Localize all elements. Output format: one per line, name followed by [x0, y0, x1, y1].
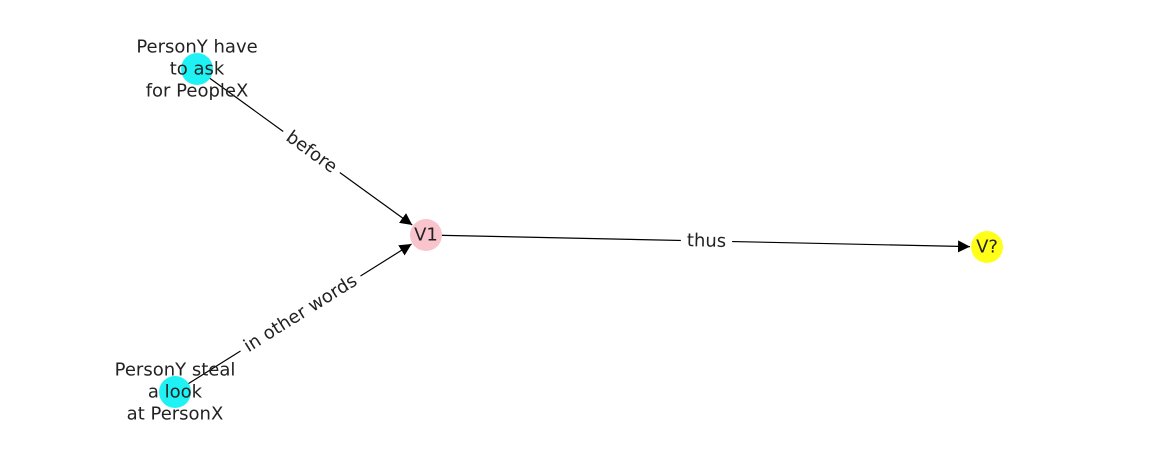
node-label-ask: to ask	[170, 59, 225, 80]
node-label-steal: a look	[148, 382, 203, 403]
edges-layer	[174, 68, 971, 393]
edge-label: thus	[687, 230, 727, 252]
node-label-steal: at PersonX	[127, 404, 224, 425]
node-v1	[410, 219, 442, 251]
edge-label: in other words	[240, 270, 361, 356]
node-label-steal: PersonY steal	[115, 360, 236, 381]
edge-label-group-0: before	[275, 121, 348, 183]
node-label-ask: PersonY have	[136, 37, 257, 58]
node-steal	[159, 376, 191, 408]
node-vq	[971, 231, 1003, 263]
edge-label-group-2: thus	[680, 227, 733, 255]
edge-label-group-1: in other words	[233, 265, 368, 362]
edge-label-background	[680, 227, 733, 255]
node-label-vq: V?	[976, 237, 998, 258]
node-ask	[181, 53, 213, 85]
node-label-v1: V1	[414, 225, 438, 246]
node-label-ask: for PeopleX	[146, 81, 249, 102]
edge-label-background	[275, 121, 348, 183]
nodes-layer	[159, 53, 1003, 408]
edge-label-background	[233, 265, 368, 362]
